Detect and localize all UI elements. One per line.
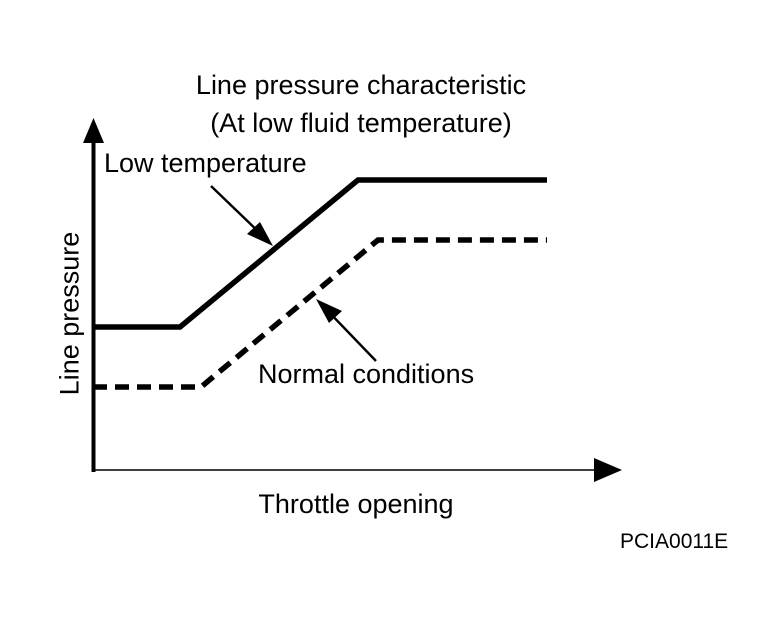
chart-title-line-2: (At low fluid temperature): [210, 108, 512, 138]
arrow-up-icon: [83, 118, 104, 143]
series-label-normal-conditions: Normal conditions: [258, 359, 475, 389]
arrow-right-icon: [594, 458, 622, 482]
chart-title-line-1: Line pressure characteristic: [195, 70, 527, 100]
y-axis: [83, 118, 104, 472]
leader-arrow-low-temperature: [210, 185, 273, 246]
figure-code: PCIA0011E: [620, 530, 729, 553]
x-axis: [92, 458, 622, 482]
series-label-low-temperature: Low temperature: [104, 148, 307, 178]
series-normal-conditions: [93, 237, 547, 390]
series-low-temperature: [93, 177, 547, 330]
y-axis-label: Line pressure: [54, 231, 85, 396]
leader-arrow-normal-conditions: [316, 299, 377, 362]
x-axis-label: Throttle opening: [258, 489, 454, 519]
